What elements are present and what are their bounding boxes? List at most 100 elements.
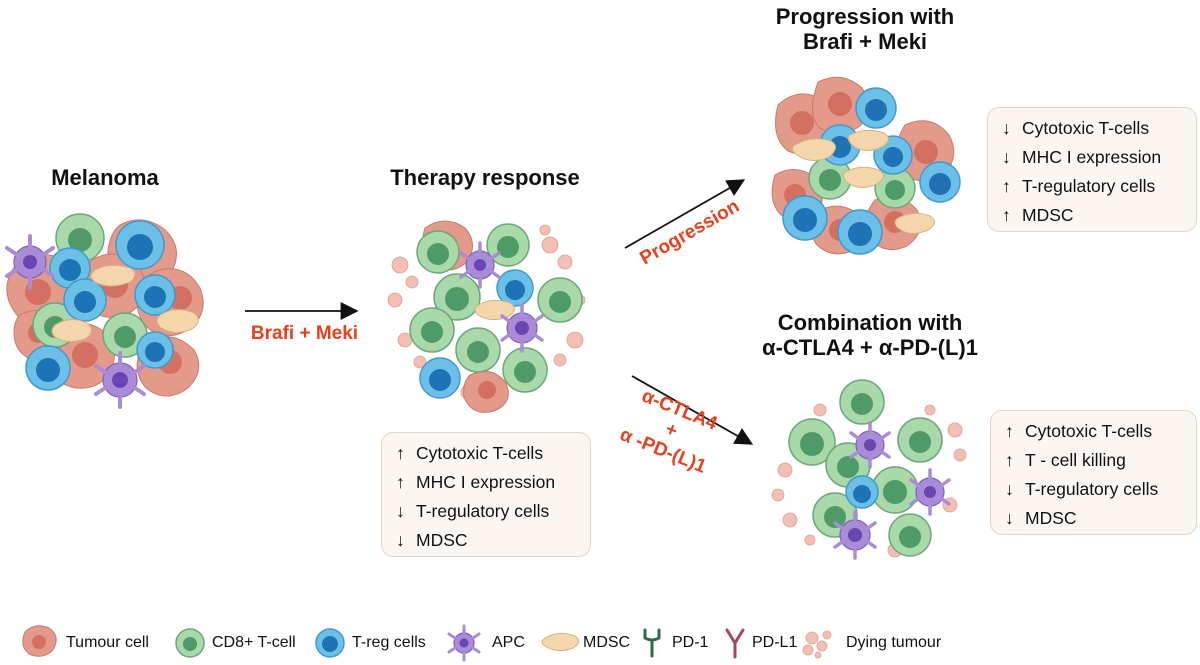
cd8-t-cell xyxy=(808,156,852,200)
apc-cell xyxy=(909,468,951,516)
dying-tumour xyxy=(771,403,967,558)
t-reg-cell-icon xyxy=(315,628,345,658)
t-reg-cell xyxy=(919,161,961,203)
t-reg-cell xyxy=(63,278,107,322)
cd8-t-cell xyxy=(871,466,919,514)
cd8-t-cell xyxy=(502,347,548,393)
legend-label-cd8: CD8+ T-cell xyxy=(212,634,296,651)
legend-label-pd1: PD-1 xyxy=(672,634,709,651)
effect-line: ↑T - cell killing xyxy=(1005,446,1182,475)
melanoma-cluster xyxy=(5,213,204,409)
apc-cell xyxy=(5,234,55,290)
effect-line: ↑ MDSC xyxy=(1002,201,1182,230)
arrow-indicator: ↓ xyxy=(1005,479,1014,499)
effect-text: MDSC xyxy=(1022,205,1074,225)
arrow-indicator: ↑ xyxy=(1002,176,1011,196)
cd8-t-cell xyxy=(888,513,932,557)
progression-cluster xyxy=(771,76,961,255)
effect-text: MDSC xyxy=(1025,508,1077,528)
apc-cell xyxy=(500,303,544,353)
cd8-t-cell xyxy=(537,277,583,323)
arrow-indicator: ↑ xyxy=(396,443,405,463)
title-progression: Progression with Brafi + Meki xyxy=(740,4,990,54)
effect-line: ↓MDSC xyxy=(396,526,576,555)
cd8-t-cell-icon xyxy=(175,628,205,658)
pd-l1-icon xyxy=(725,628,745,659)
effect-text: MHC I expression xyxy=(416,472,556,492)
t-reg-cell xyxy=(136,331,174,369)
combination-effects-box: ↑ Cytotoxic T-cells ↑T - cell killing ↓ T-… xyxy=(990,410,1197,535)
effect-text: MHC I expression xyxy=(1022,147,1162,167)
tumour-cell-icon xyxy=(22,625,57,657)
effect-text: T-regulatory cells xyxy=(1022,176,1156,196)
legend-label-pdl1: PD-L1 xyxy=(752,634,798,651)
effect-text: T-regulatory cells xyxy=(416,501,550,521)
mdsc-cell xyxy=(51,319,92,343)
cd8-t-cell xyxy=(102,312,148,358)
cd8-t-cell xyxy=(874,167,916,209)
effect-line: ↑ Cytotoxic T-cells xyxy=(396,439,576,468)
t-reg-cell xyxy=(837,209,883,255)
apc-cell xyxy=(849,421,891,469)
effect-text: T - cell killing xyxy=(1025,450,1126,470)
legend-label-apc: APC xyxy=(492,634,525,651)
combination-cluster xyxy=(771,379,967,560)
arrow-combination xyxy=(631,375,754,445)
t-reg-cell xyxy=(855,87,897,129)
arrow-indicator: ↓ xyxy=(396,501,405,521)
mdsc-cell xyxy=(894,212,935,234)
t-reg-cell xyxy=(845,475,879,509)
mdsc-cell xyxy=(474,299,515,321)
t-reg-cell xyxy=(496,269,534,307)
legend-label-mdsc: MDSC xyxy=(583,634,631,651)
legend-label-tumour: Tumour cell xyxy=(66,634,149,651)
cd8-t-cell xyxy=(409,307,455,353)
t-reg-cell xyxy=(25,345,71,391)
mdsc-cell xyxy=(791,138,836,161)
label-brafi-meki: Brafi + Meki xyxy=(250,323,359,344)
arrow-indicator: ↓ xyxy=(1002,147,1011,167)
cd8-t-cell xyxy=(416,230,460,274)
progression-effects-box: ↓Cytotoxic T-cells ↓ MHC I expression ↑ T-… xyxy=(987,107,1197,232)
t-reg-cell xyxy=(115,220,165,270)
effect-text: Cytotoxic T-cells xyxy=(416,443,544,463)
apc-cell xyxy=(459,241,501,289)
title-combination-line2: α-CTLA4 + α-PD-(L)1 xyxy=(762,335,978,360)
tumour-cell xyxy=(812,76,869,134)
effect-line: ↑ Cytotoxic T-cells xyxy=(1005,417,1182,446)
effect-line: ↓Cytotoxic T-cells xyxy=(1002,114,1182,143)
pd-1-icon xyxy=(643,628,661,658)
title-progression-line2: Brafi + Meki xyxy=(802,29,928,54)
therapy-response-cluster xyxy=(387,220,586,413)
effect-text: Cytotoxic T-cells xyxy=(1025,421,1153,441)
cd8-t-cell xyxy=(839,379,885,425)
effect-line: ↑ MHC I expression xyxy=(396,468,576,497)
effect-text: Cytotoxic T-cells xyxy=(1022,118,1150,138)
effect-line: ↓ T-regulatory cells xyxy=(396,497,576,526)
legend xyxy=(22,624,832,662)
effect-text: T-regulatory cells xyxy=(1025,479,1159,499)
legend-label-dying: Dying tumour xyxy=(846,634,942,651)
title-combination: Combination with α-CTLA4 + α-PD-(L)1 xyxy=(730,310,1010,360)
title-progression-line1: Progression with xyxy=(775,4,955,29)
mdsc-cell xyxy=(847,129,889,151)
cd8-t-cell xyxy=(788,418,836,466)
arrow-indicator: ↑ xyxy=(1005,421,1014,441)
tumour-cell xyxy=(463,370,509,413)
apc-cell xyxy=(833,510,877,560)
arrow-indicator: ↑ xyxy=(396,472,405,492)
arrow-indicator: ↑ xyxy=(1002,205,1011,225)
legend-label-treg: T-reg cells xyxy=(352,634,426,651)
effect-text: MDSC xyxy=(416,530,468,550)
cd8-t-cell xyxy=(455,327,501,373)
mdsc-cell xyxy=(842,166,884,188)
apc-cell xyxy=(94,351,146,409)
cd8-t-cell xyxy=(897,417,943,463)
t-reg-cell xyxy=(782,195,828,241)
title-combination-line1: Combination with xyxy=(777,310,963,335)
arrow-indicator: ↓ xyxy=(1005,508,1014,528)
effect-line: ↓ MHC I expression xyxy=(1002,143,1182,172)
effect-line: ↓ T-regulatory cells xyxy=(1005,475,1182,504)
mdsc-cell xyxy=(90,264,136,287)
